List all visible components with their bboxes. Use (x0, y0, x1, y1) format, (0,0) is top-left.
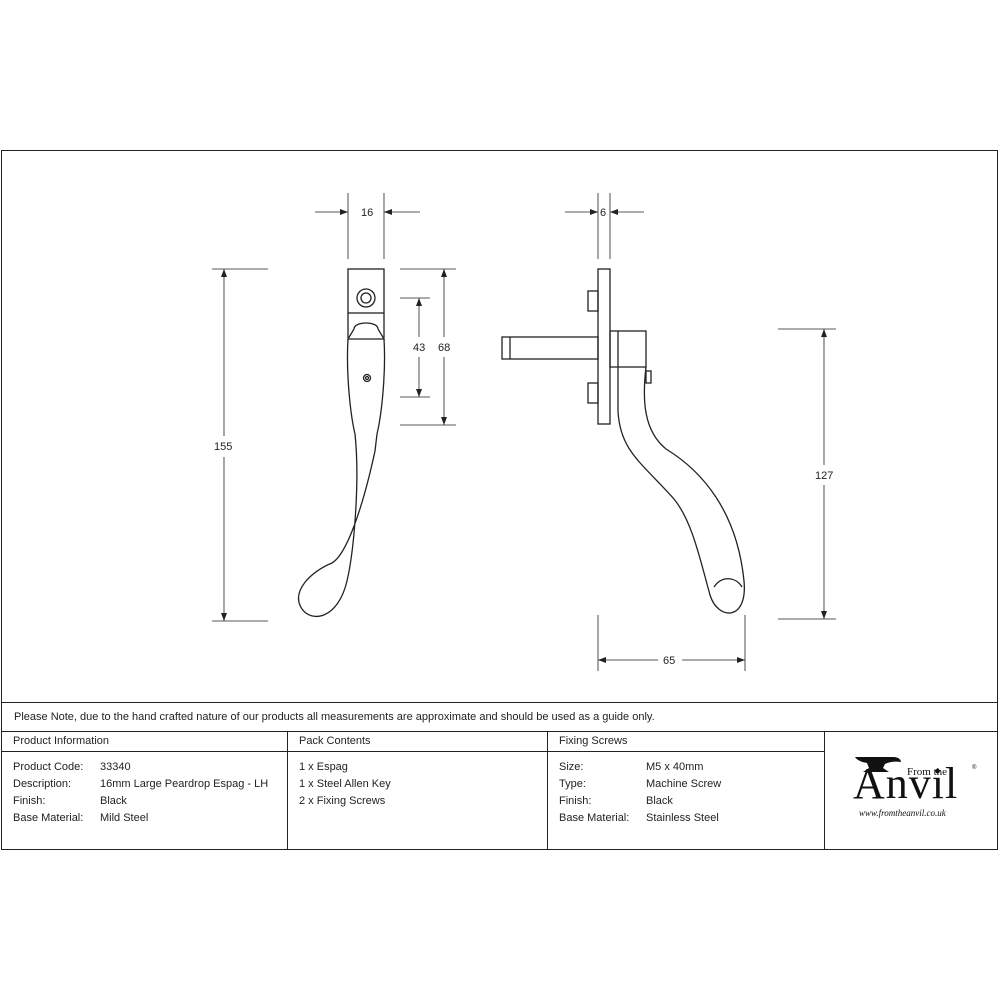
description-value: 16mm Large Peardrop Espag - LH (100, 778, 269, 790)
finish-label: Finish: (13, 795, 46, 807)
table-row: Finish: Black (559, 793, 824, 810)
product-information-heading: Product Information (2, 732, 287, 752)
screw-material-label: Base Material: (559, 812, 630, 824)
screw-finish-label: Finish: (559, 795, 592, 807)
screw-finish-value: Black (646, 795, 673, 807)
screw-size-value: M5 x 40mm (646, 761, 704, 773)
measurement-note: Please Note, due to the hand crafted nat… (2, 702, 997, 732)
screw-type-label: Type: (559, 778, 586, 790)
base-material-value: Mild Steel (100, 812, 149, 824)
list-item: 2 x Fixing Screws (299, 795, 386, 807)
side-view (501, 268, 745, 614)
list-item: 1 x Espag (299, 761, 348, 773)
product-code-label: Product Code: (13, 761, 84, 773)
drawing-sheet: 16 6 155 68 43 127 65 Please Note, due t… (1, 150, 998, 850)
anvil-logo: From the ® Anvil www.fromtheanvil.co.uk (824, 732, 997, 849)
pack-contents-heading: Pack Contents (288, 732, 547, 752)
dim-front-width: 16 (361, 207, 373, 219)
dim-side-depth: 6 (600, 207, 606, 219)
pack-contents-panel: Pack Contents 1 x Espag 1 x Steel Allen … (287, 732, 547, 849)
table-row: Size: M5 x 40mm (559, 759, 824, 776)
base-material-label: Base Material: (13, 812, 84, 824)
screw-material-value: Stainless Steel (646, 812, 719, 824)
fixing-screws-panel: Fixing Screws Size: M5 x 40mm Type: Mach… (547, 732, 824, 849)
description-label: Description: (13, 778, 72, 790)
front-view (297, 268, 386, 617)
dim-side-projection: 65 (663, 655, 675, 667)
screw-size-label: Size: (559, 761, 584, 773)
logo-registered-mark: ® (972, 765, 977, 771)
finish-value: Black (100, 795, 127, 807)
technical-drawing: 16 6 155 68 43 127 65 (212, 193, 836, 671)
table-row: Description: 16mm Large Peardrop Espag -… (13, 776, 287, 793)
table-row: Type: Machine Screw (559, 776, 824, 793)
list-item: 1 x Steel Allen Key (299, 778, 391, 790)
table-row: Base Material: Stainless Steel (559, 810, 824, 827)
logo-wordmark: Anvil (853, 759, 959, 808)
anvil-icon (855, 757, 901, 772)
table-row: Base Material: Mild Steel (13, 810, 287, 827)
logo-url: www.fromtheanvil.co.uk (859, 808, 946, 818)
logo-from-text: From the (907, 766, 948, 778)
product-code-value: 33340 (100, 761, 131, 773)
table-row: Finish: Black (13, 793, 287, 810)
screw-type-value: Machine Screw (646, 778, 722, 790)
dim-side-height: 127 (815, 470, 833, 482)
dim-plate-height: 68 (438, 342, 450, 354)
fixing-screws-heading: Fixing Screws (548, 732, 824, 752)
dim-inner-height: 43 (413, 342, 425, 354)
table-row: Product Code: 33340 (13, 759, 287, 776)
product-information-panel: Product Information Product Code: 33340 … (2, 732, 287, 849)
dim-overall-height: 155 (214, 441, 232, 453)
